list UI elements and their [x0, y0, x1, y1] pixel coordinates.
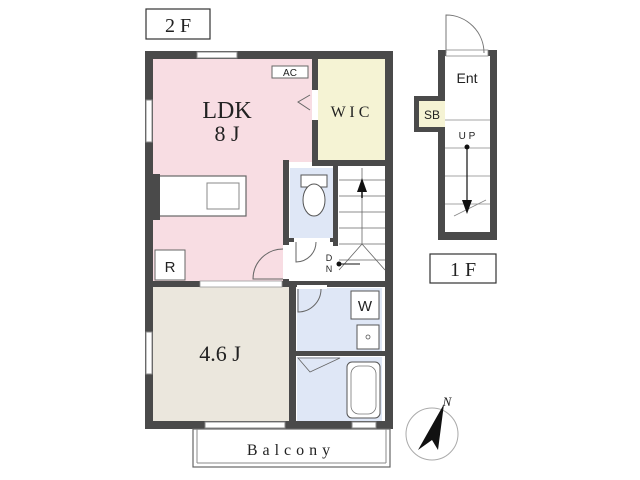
- wall-right: [385, 51, 393, 429]
- washer-space: [350, 290, 380, 320]
- door-toilet: [294, 238, 330, 242]
- door-ldk-core: [283, 245, 289, 279]
- door-wic: [312, 90, 318, 120]
- wall-core-left: [283, 160, 289, 287]
- entrance-wall-top-left: [438, 50, 446, 56]
- balcony-door: [204, 421, 286, 429]
- ac-unit: [271, 65, 309, 79]
- balcony-label: Balcony: [247, 442, 335, 459]
- ldk-label: LDK: [202, 98, 252, 124]
- floor-label-2f: 2 F: [165, 15, 191, 37]
- wash-basin: [356, 324, 380, 350]
- stairs-up-label: U P: [459, 131, 476, 142]
- washer-label: W: [358, 298, 373, 315]
- wall-left: [145, 51, 153, 429]
- fridge-label: R: [165, 259, 176, 276]
- entrance-label: Ent: [456, 70, 477, 86]
- entrance-wall-right: [490, 50, 497, 240]
- entrance-door: [445, 49, 489, 57]
- door-swing-wic: [297, 94, 311, 111]
- door-swing-core: [252, 248, 284, 280]
- floor-label-2f-box: [145, 8, 211, 40]
- wall-top: [145, 51, 393, 59]
- door-swing-toilet: [295, 241, 317, 263]
- kitchen-sink: [206, 182, 240, 210]
- wall-bedroom-right: [289, 285, 296, 425]
- entrance-door-swing: [445, 14, 485, 54]
- wall-wic-bottom: [312, 160, 392, 166]
- shoe-box-label: SB: [424, 108, 440, 122]
- door-swing-wash: [297, 288, 322, 313]
- compass-needle: [418, 404, 444, 450]
- window-bath: [351, 421, 377, 429]
- entrance-wall-bottom: [438, 232, 497, 240]
- stairs-down-n: N: [326, 264, 333, 274]
- shoe-box: [419, 101, 445, 127]
- kitchen-wall-short: [152, 174, 160, 220]
- door-swing-bath: [297, 357, 341, 373]
- door-wash: [297, 285, 327, 289]
- ac-label: AC: [283, 68, 297, 79]
- balcony: [192, 428, 391, 468]
- ldk-size: 8 J: [214, 121, 240, 146]
- wash-basin-drain: [365, 334, 371, 340]
- fridge-space: [154, 249, 186, 281]
- compass-north: N: [442, 394, 453, 409]
- wic-floor: [318, 59, 386, 162]
- wall-wash-bath: [296, 351, 386, 356]
- wic-label: W I C: [331, 104, 370, 121]
- bedroom-floor: [152, 287, 289, 421]
- window-top: [196, 51, 238, 59]
- floor-label-1f: 1 F: [450, 259, 476, 281]
- stairs-arrow-up: [357, 178, 367, 192]
- door-ldk-bedroom: [199, 280, 283, 288]
- stairs-down-d: D: [326, 253, 333, 263]
- stairs-up-arrow: [462, 200, 472, 214]
- entrance-wall-top-right: [488, 50, 497, 56]
- toilet-bowl: [302, 183, 326, 217]
- bedroom-size: 4.6 J: [199, 341, 241, 366]
- ldk-floor: [152, 59, 285, 282]
- window-bedroom-left: [145, 331, 153, 375]
- window-ldk-left: [145, 99, 153, 143]
- bathtub-inner: [350, 365, 377, 415]
- entrance-wall-left: [438, 50, 445, 240]
- floor-label-1f-box: [429, 253, 497, 284]
- wall-toilet-right: [333, 166, 338, 246]
